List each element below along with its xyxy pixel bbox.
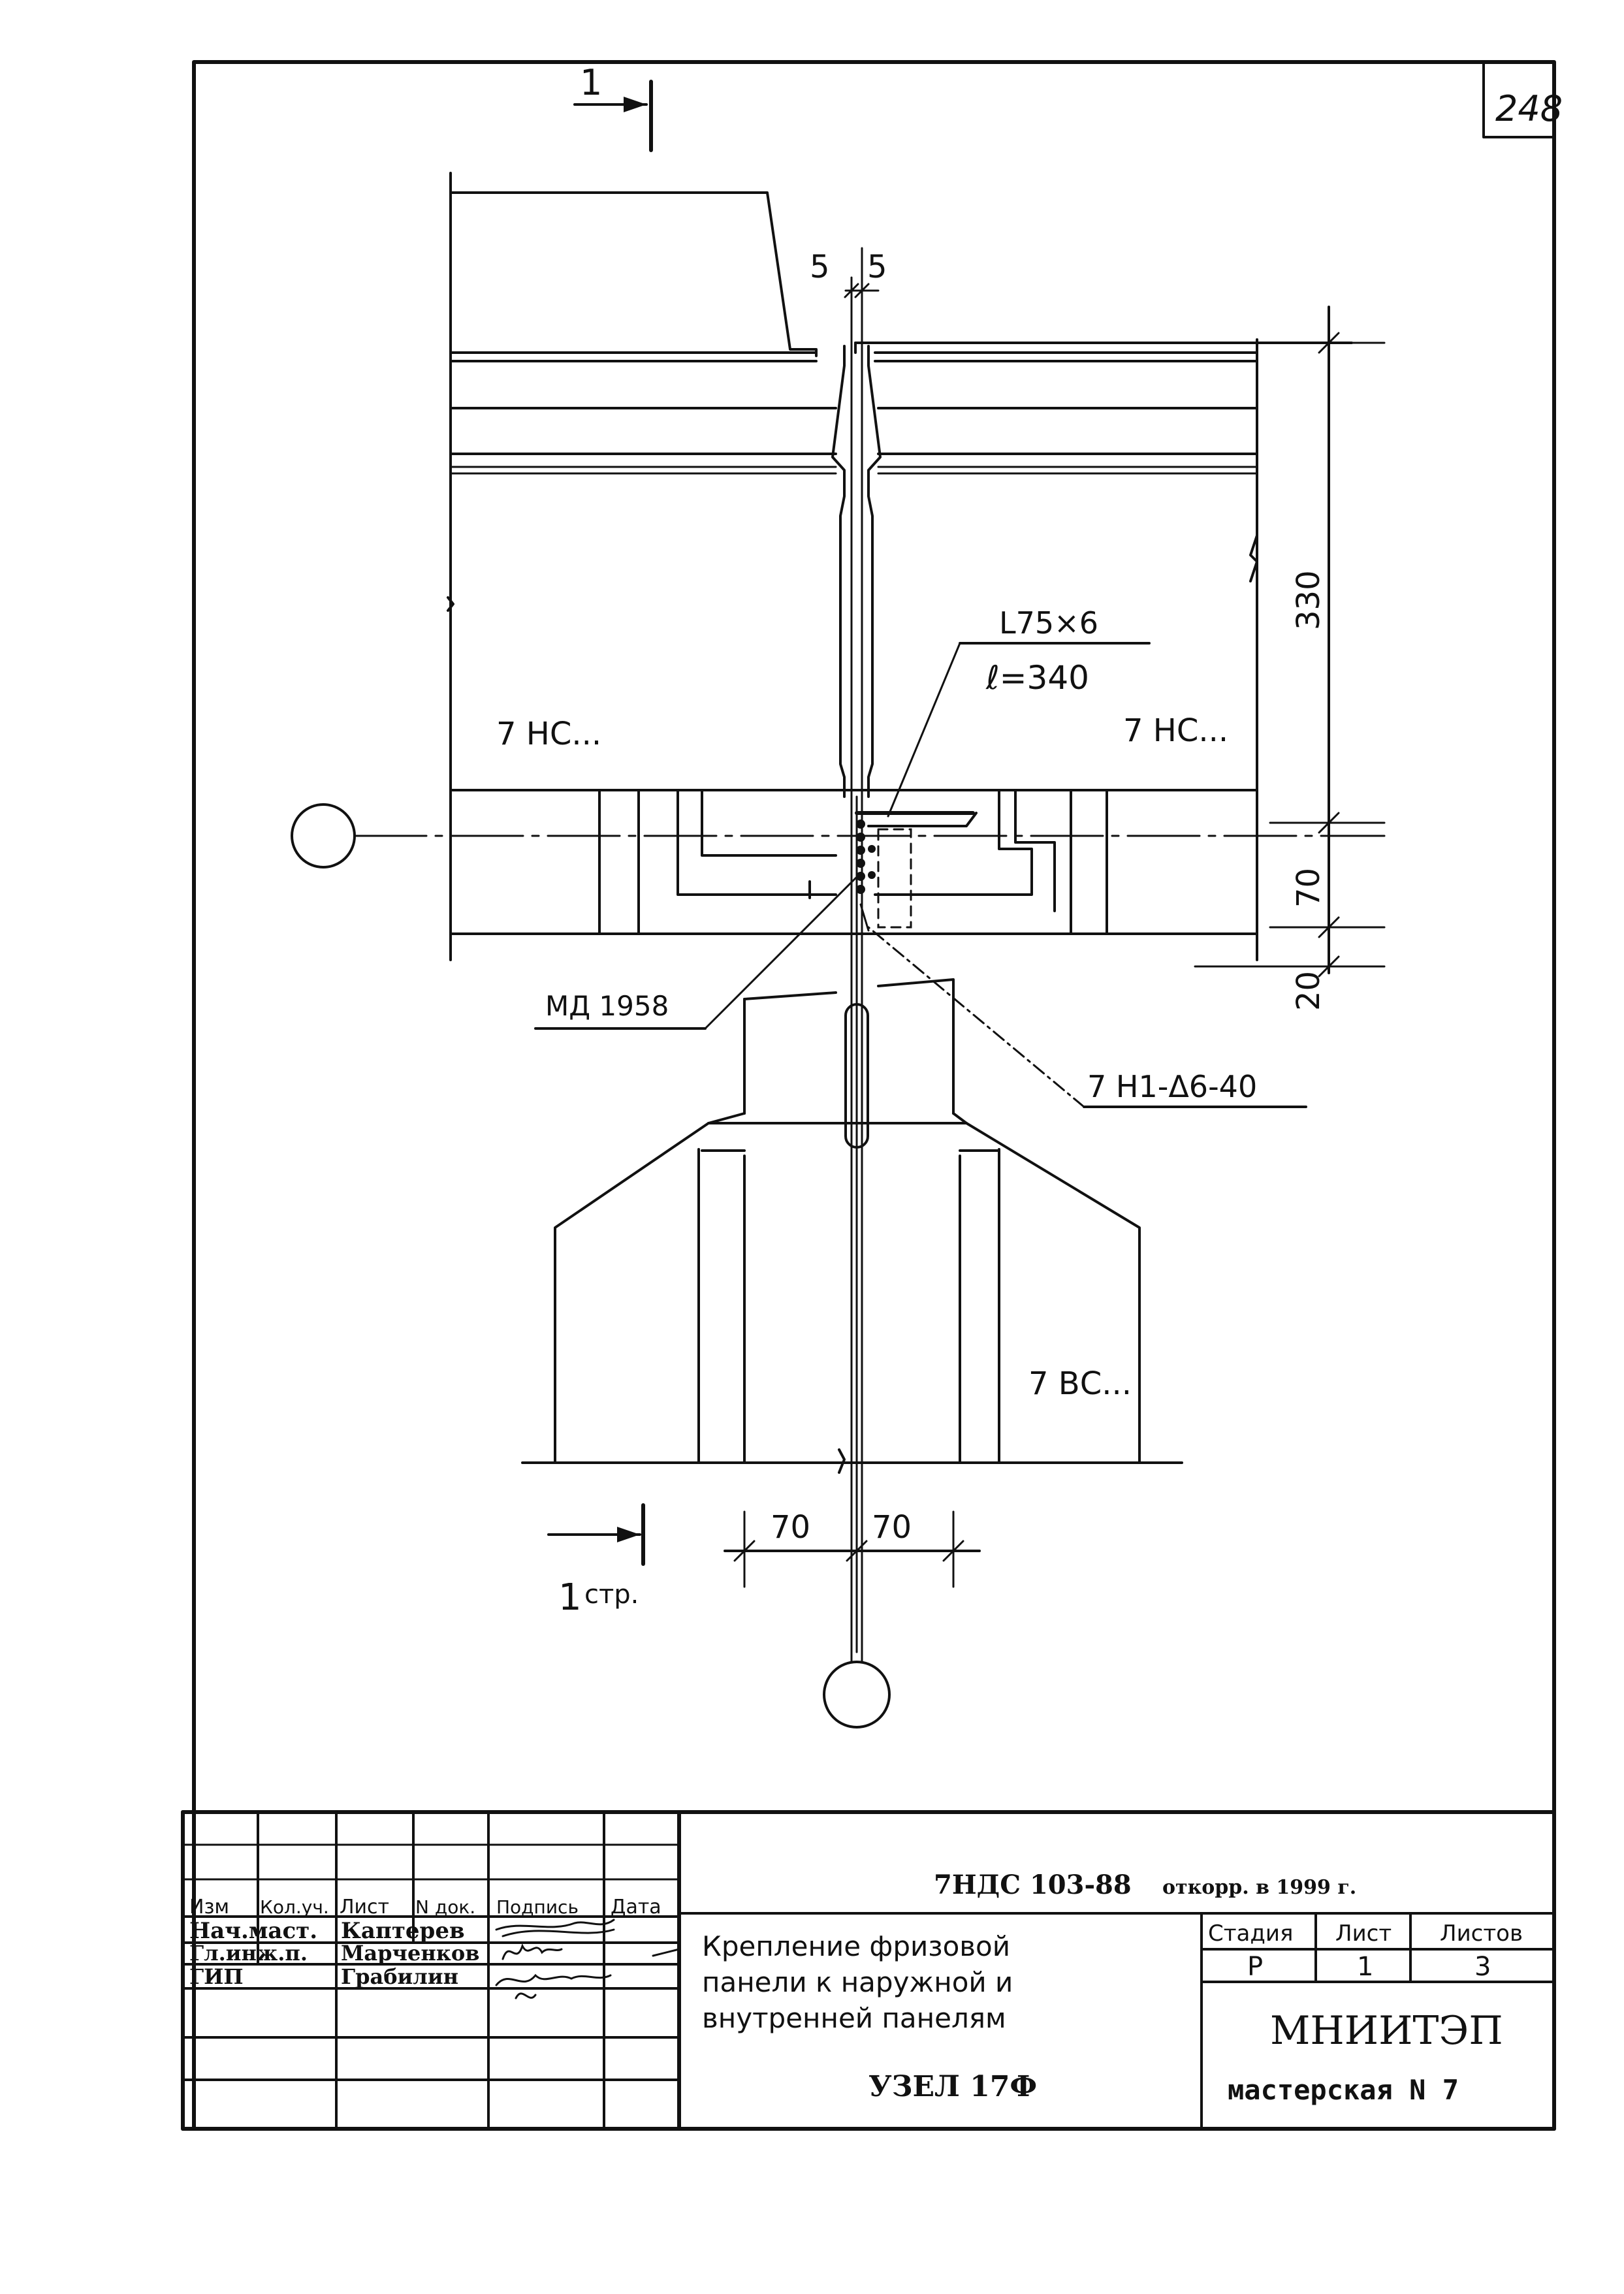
tb-name-3: Грабилин xyxy=(341,1964,458,1989)
dims-vertical: 330 70 20 xyxy=(1194,306,1386,1011)
tb-sheets-value: 3 xyxy=(1474,1952,1491,1982)
section-mark-bottom: 1 стр. xyxy=(547,1503,645,1619)
callout-tie: 7 Н1-Δ6-40 xyxy=(867,926,1307,1108)
dim-height-70: 70 xyxy=(1290,868,1327,908)
tb-col-podpis: Подпись xyxy=(496,1896,579,1918)
dims-horizontal: 70 70 xyxy=(724,1509,981,1728)
callout-tie-label: 7 Н1-Δ6-40 xyxy=(1087,1069,1257,1104)
signature-2 xyxy=(502,1943,563,1960)
tb-stage-value: Р xyxy=(1247,1952,1263,1982)
axis-horizontal xyxy=(291,803,1386,868)
tb-title-line-3: внутренней панелям xyxy=(702,2002,1006,2034)
signature-3 xyxy=(495,1973,612,1999)
section-mark-bottom-note: стр. xyxy=(584,1580,639,1610)
tb-col-ndok: N док. xyxy=(415,1896,475,1918)
section-mark-bottom-label: 1 xyxy=(558,1576,582,1619)
panel-label-inner: 7 ВС... xyxy=(1028,1365,1132,1402)
joint-slot xyxy=(831,286,882,1663)
axis-marker-bottom xyxy=(823,1661,891,1728)
callout-angle-length: ℓ=340 xyxy=(985,659,1089,697)
tb-col-izm: Изм xyxy=(189,1896,229,1919)
tb-name-1: Каптерев xyxy=(341,1918,465,1944)
sheet-number-box: 248 xyxy=(1482,62,1563,138)
panel-label-left: 7 НС... xyxy=(496,716,601,752)
tb-title-line-1: Крепление фризовой xyxy=(702,1930,1010,1962)
dim-gap-right: 5 xyxy=(867,249,887,285)
tb-revision-note: откорр. в 1999 г. xyxy=(1162,1876,1356,1899)
dim-width-right: 70 xyxy=(872,1509,912,1546)
upper-outer-panels xyxy=(447,172,1353,961)
sheet-number: 248 xyxy=(1495,88,1563,129)
section-mark-top-label: 1 xyxy=(580,62,602,103)
tb-stage-header: Стадия xyxy=(1208,1920,1293,1947)
tb-role-2: Гл.инж.п. xyxy=(189,1941,308,1966)
tb-title-line-2: панели к наружной и xyxy=(702,1966,1013,1998)
dim-height-20: 20 xyxy=(1290,971,1327,1011)
tb-sheets-header: Листов xyxy=(1440,1920,1523,1947)
inner-panel xyxy=(521,978,1183,1474)
callout-embedded-part: МД 1958 xyxy=(534,874,860,1030)
frieze-panel xyxy=(449,789,1258,935)
axis-marker-left xyxy=(291,803,356,868)
tb-name-2: Марченков xyxy=(341,1941,479,1966)
callout-angle-profile: L75×6 xyxy=(999,605,1098,641)
tb-node: УЗЕЛ 17Ф xyxy=(868,2070,1037,2103)
callout-angle: L75×6 ℓ=340 xyxy=(887,605,1151,818)
tb-role-3: ГИП xyxy=(189,1964,244,1989)
callout-embedded-part-label: МД 1958 xyxy=(545,990,669,1022)
tb-sheet-header: Лист xyxy=(1335,1920,1392,1947)
dim-gap-left: 5 xyxy=(810,249,830,285)
weld-beads xyxy=(856,820,876,894)
tb-organization: МНИИТЭП xyxy=(1270,2008,1503,2054)
tb-col-data: Дата xyxy=(611,1896,661,1919)
tb-col-list: Лист xyxy=(340,1896,389,1919)
dim-height-330: 330 xyxy=(1290,570,1327,630)
tb-role-1: Нач.маст. xyxy=(189,1918,317,1944)
tb-col-kol: Кол.уч. xyxy=(260,1896,329,1918)
sheet-frame xyxy=(192,60,1556,2131)
title-block: Изм Кол.уч. Лист N док. Подпись Дата Нач… xyxy=(181,1810,1556,2131)
tb-sheet-value: 1 xyxy=(1357,1952,1373,1982)
panel-label-right: 7 НС... xyxy=(1123,712,1228,749)
tb-workshop: мастерская N 7 xyxy=(1228,2074,1459,2106)
section-mark-top: 1 xyxy=(573,62,653,152)
tb-document-code: 7НДС 103-88 xyxy=(934,1870,1132,1900)
signature-1 xyxy=(495,1919,615,1937)
dim-gap: 5 5 xyxy=(810,247,887,302)
dim-width-left: 70 xyxy=(771,1509,810,1546)
